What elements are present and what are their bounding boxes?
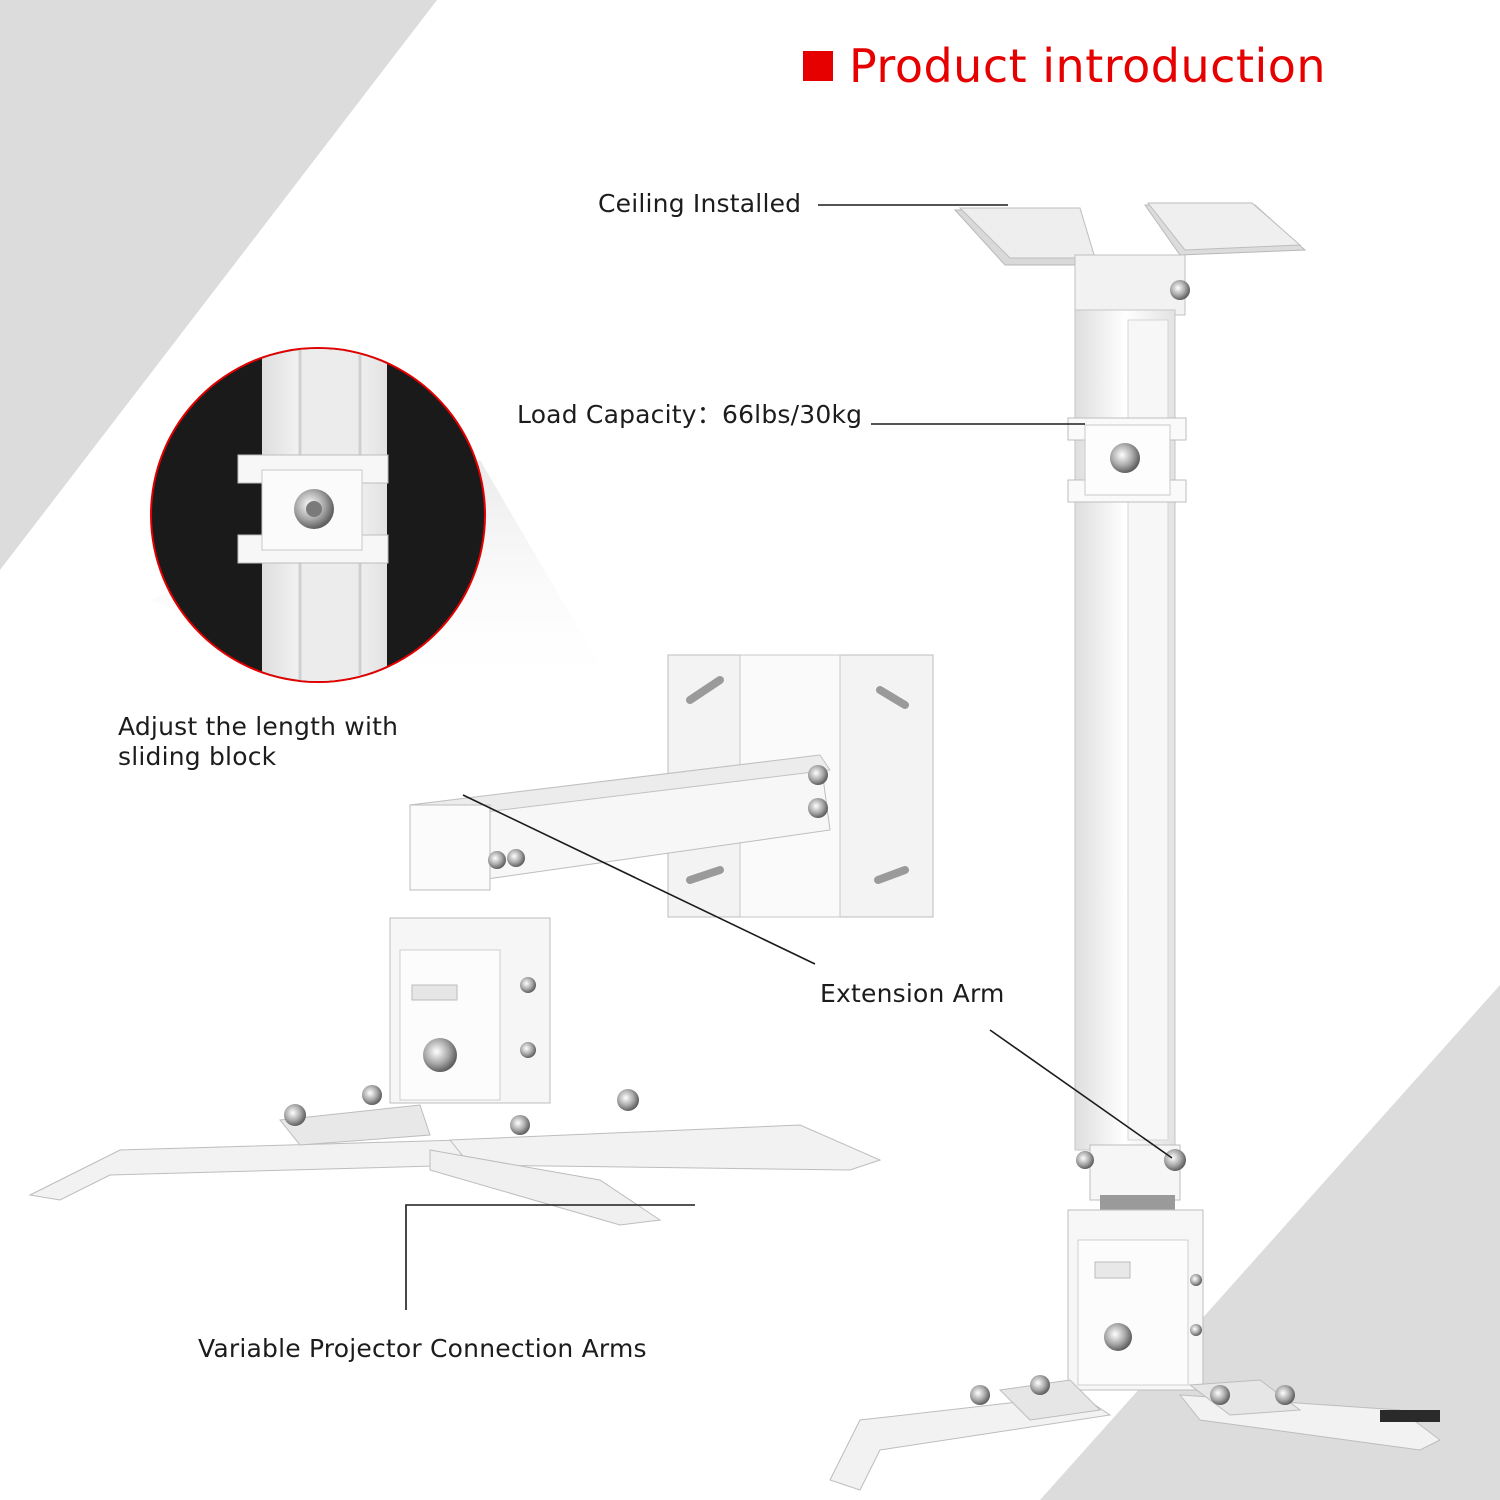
label-extension-arm: Extension Arm — [820, 979, 1005, 1008]
label-ceiling-installed: Ceiling Installed — [598, 189, 802, 218]
title-square-icon — [803, 51, 833, 81]
wall-mount — [28, 654, 934, 1226]
label-variable-arms: Variable Projector Connection Arms — [198, 1334, 647, 1363]
label-adjust-length-line1: Adjust the length with — [118, 712, 399, 741]
section-title: Product introduction — [803, 36, 1326, 96]
label-adjust-length-line2: sliding block — [118, 742, 277, 771]
zoom-detail-circle — [150, 347, 486, 683]
page-title: Product introduction — [849, 39, 1327, 93]
leader-lines — [405, 204, 1173, 1310]
ceiling-mount — [829, 202, 1441, 1491]
label-load-capacity: Load Capacity：66lbs/30kg — [517, 400, 863, 429]
